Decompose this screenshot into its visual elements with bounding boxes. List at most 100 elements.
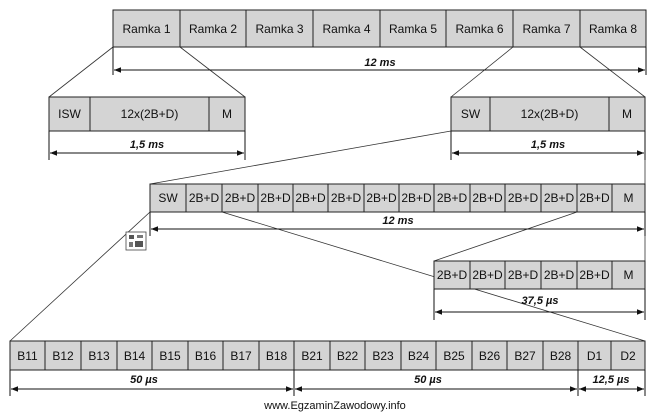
bit-cell: D1 — [577, 340, 612, 371]
proj-bits-left — [9, 211, 151, 342]
channel-cell: 2B+D — [540, 260, 578, 290]
cell-label: 2B+D — [579, 191, 610, 205]
proj-subframe-left — [433, 211, 578, 262]
bit-label: B17 — [230, 349, 252, 363]
channel-cell: 2B+D — [469, 183, 506, 213]
cell-label: 2B+D — [366, 191, 397, 205]
multiframe-row: SW 2B+D 2B+D 2B+D 2B+D 2B+D 2B+D 2B+D 2B… — [149, 183, 646, 213]
bits-row: B11 B12 B13 B14 B15 B16 B17 B18 B21 B22 … — [9, 340, 646, 371]
bit-label: B23 — [372, 349, 394, 363]
bit-cell: B14 — [116, 340, 153, 371]
bit-label: B14 — [124, 349, 146, 363]
channel-cell: 2B+D — [540, 183, 578, 213]
payload-cell: 12x(2B+D) — [89, 96, 210, 132]
bit-cell: B11 — [9, 340, 46, 371]
bit-cell: B23 — [364, 340, 402, 371]
watermark-text: www.EgzaminZawodowy.info — [263, 400, 406, 412]
proj-frame1-left — [48, 46, 114, 98]
cell-label: 2B+D — [508, 268, 539, 282]
bit-label: B15 — [159, 349, 181, 363]
bit-label: B13 — [88, 349, 110, 363]
frame-label: Ramka 1 — [122, 22, 170, 36]
dim-frames-label: 12 ms — [364, 57, 395, 69]
dim-b1-label: 50 µs — [130, 374, 158, 386]
bit-cell: B15 — [151, 340, 189, 371]
cell-label: 12x(2B+D) — [521, 107, 579, 121]
channel-cell: 2B+D — [469, 260, 506, 290]
cell-label: 2B+D — [225, 191, 256, 205]
frame-cell: Ramka 1 — [112, 9, 181, 48]
cell-label: 2B+D — [544, 191, 575, 205]
proj-frame7-left — [450, 46, 514, 98]
bit-label: D2 — [620, 349, 636, 363]
bit-cell: B28 — [542, 340, 579, 371]
bit-cell: B21 — [293, 340, 331, 371]
cell-label: SW — [461, 107, 481, 121]
channel-cell: 2B+D — [363, 183, 400, 213]
bit-cell: B12 — [44, 340, 82, 371]
frame-label: Ramka 2 — [189, 22, 237, 36]
cell-label: 2B+D — [472, 191, 503, 205]
channel-cell: 2B+D — [576, 260, 613, 290]
proj-frame7-right — [579, 46, 646, 98]
frame-label: Ramka 3 — [255, 22, 303, 36]
frames-row: Ramka 1 Ramka 2 Ramka 3 Ramka 4 Ramka 5 … — [112, 9, 647, 48]
cell-label: SW — [158, 191, 178, 205]
proj-multiframe-left — [149, 130, 452, 185]
dim-frame7-label: 1,5 ms — [531, 139, 565, 151]
cell-label: 2B+D — [331, 191, 362, 205]
bit-label: B27 — [514, 349, 536, 363]
channel-cell: 2B+D — [433, 183, 471, 213]
frame1-row: ISW 12x(2B+D) M — [48, 96, 246, 132]
channel-cell: 2B+D — [576, 183, 613, 213]
frame-cell: Ramka 7 — [512, 9, 581, 48]
bit-label: B21 — [301, 349, 323, 363]
cell-label: 2B+D — [544, 268, 575, 282]
subframe-row: 2B+D 2B+D 2B+D 2B+D 2B+D M — [433, 260, 646, 290]
channel-cell: 2B+D — [433, 260, 471, 290]
channel-cell: 2B+D — [257, 183, 294, 213]
bit-label: B26 — [479, 349, 501, 363]
cell-label: 2B+D — [508, 191, 539, 205]
bit-cell: B13 — [80, 340, 118, 371]
frame-label: Ramka 4 — [322, 22, 370, 36]
frame-label: Ramka 6 — [455, 22, 503, 36]
bit-cell: D2 — [610, 340, 646, 371]
bit-label: B28 — [550, 349, 572, 363]
m-cell: M — [611, 183, 646, 213]
cell-label: 2B+D — [401, 191, 432, 205]
dim-d-label: 12,5 µs — [593, 374, 630, 386]
m-cell: M — [611, 260, 646, 290]
bit-cell: B17 — [222, 340, 260, 371]
frame7-row: SW 12x(2B+D) M — [450, 96, 646, 132]
dim-subframe-label: 37,5 µs — [522, 295, 559, 307]
proj-frame1-right — [179, 46, 246, 98]
cell-label: 2B+D — [437, 268, 468, 282]
cell-label: 2B+D — [579, 268, 610, 282]
cell-label: 2B+D — [437, 191, 468, 205]
channel-cell: 2B+D — [292, 183, 329, 213]
cell-label: ISW — [58, 107, 81, 121]
cell-label: 2B+D — [260, 191, 291, 205]
cell-label: 2B+D — [189, 191, 220, 205]
bit-label: D1 — [587, 349, 603, 363]
cell-label: 2B+D — [295, 191, 326, 205]
dim-b2-label: 50 µs — [414, 374, 442, 386]
frame-cell: Ramka 8 — [579, 9, 647, 48]
bit-cell: B27 — [506, 340, 544, 371]
frame-cell: Ramka 5 — [379, 9, 447, 48]
bit-label: B24 — [408, 349, 430, 363]
channel-cell: 2B+D — [327, 183, 365, 213]
frame-cell: Ramka 4 — [312, 9, 381, 48]
channel-cell: 2B+D — [398, 183, 435, 213]
bit-cell: B16 — [187, 340, 224, 371]
sw-cell: SW — [450, 96, 491, 132]
bit-cell: B22 — [329, 340, 366, 371]
isw-cell: ISW — [48, 96, 91, 132]
cell-label: 2B+D — [472, 268, 503, 282]
cell-label: M — [624, 191, 634, 205]
qr-artifact-icon — [125, 231, 147, 251]
bit-cell: B24 — [400, 340, 437, 371]
bit-label: B18 — [266, 349, 288, 363]
